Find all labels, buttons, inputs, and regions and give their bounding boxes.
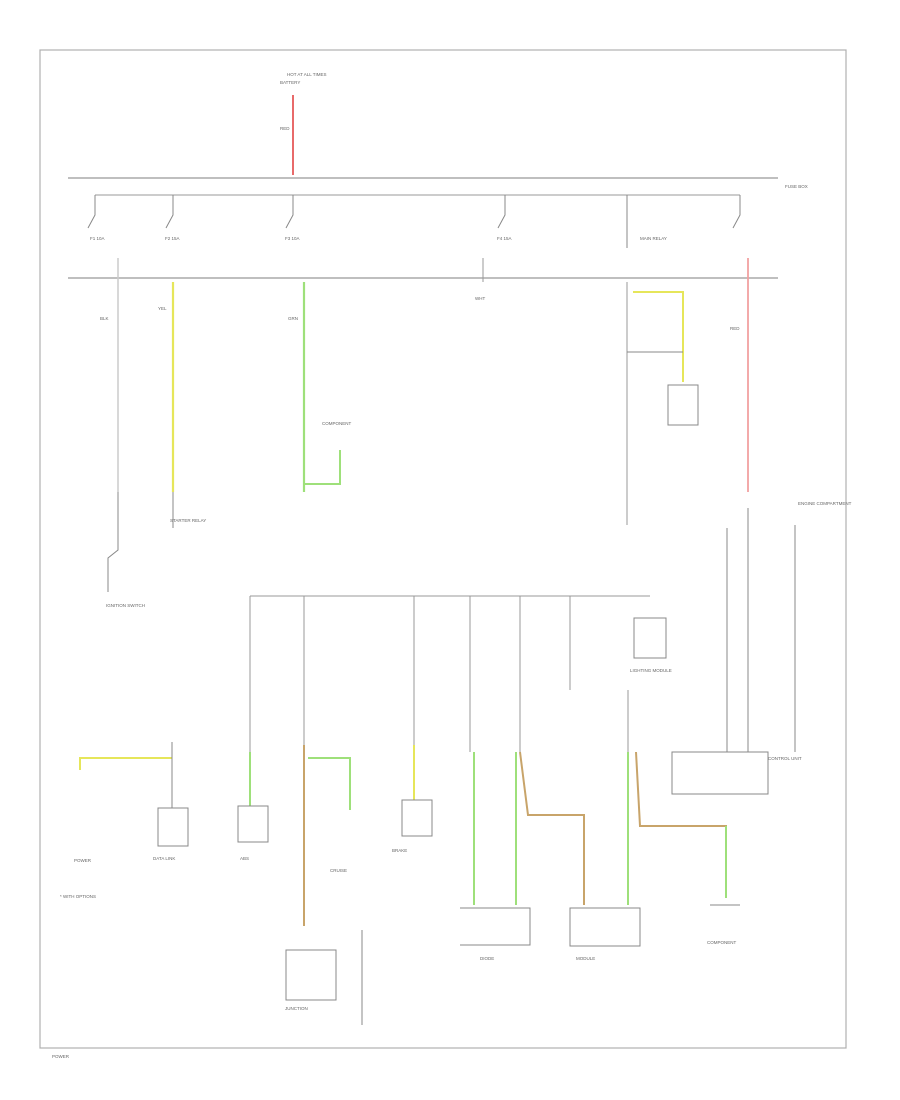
control-unit-label: CONTROL UNIT [768, 756, 802, 761]
fuse-4 [497, 195, 506, 229]
fuse-label-4: F4 15A [497, 236, 512, 241]
wire-label-red: RED [280, 126, 290, 131]
brake-component [401, 799, 433, 837]
module-label: MODULE [576, 956, 595, 961]
relay-label: MAIN RELAY [640, 236, 667, 241]
fuse-2 [165, 195, 174, 229]
diode-component [460, 907, 531, 946]
wire-label-3: GRN [288, 316, 298, 321]
fuse-1 [87, 195, 96, 229]
wire-brn-3 [635, 751, 727, 880]
bus-label: FUSE BOX [785, 184, 808, 189]
relay-component [667, 384, 699, 426]
ignition-label: IGNITION SWITCH [106, 603, 145, 608]
component-label-1: COMPONENT [322, 421, 352, 426]
fuse-label-3: F3 10A [285, 236, 300, 241]
ignition-switch [107, 492, 119, 592]
wire-grn-branch [304, 450, 341, 485]
footer-label: POWER [74, 858, 92, 863]
fuse-6 [732, 195, 741, 229]
wire-label-2: YEL [158, 306, 167, 311]
notes-label: ENGINE COMPARTMENT [798, 501, 852, 506]
wire-label-5: RED [730, 326, 740, 331]
wire-label-1: BLK [100, 316, 109, 321]
diagram-frame [39, 49, 847, 1049]
module-component [569, 907, 641, 947]
wire-yel-low [79, 757, 172, 770]
control-unit [671, 751, 769, 795]
source-label: HOT AT ALL TIMES [287, 72, 327, 77]
fuse-label-2: F2 15A [165, 236, 180, 241]
wire-brn-2 [519, 751, 585, 905]
abs-component [237, 805, 269, 843]
brake-label: BRAKE [392, 848, 407, 853]
starter-label: STARTER RELAY [170, 518, 206, 523]
source-label-2: BATTERY [280, 80, 300, 85]
component-dl [157, 807, 189, 847]
cruise-label: CRUISE [330, 868, 347, 873]
junction-label: JUNCTION [285, 1006, 308, 1011]
end-label: COMPONENT [707, 940, 737, 945]
wire-relay-yel [633, 291, 684, 382]
note-label: * WITH OPTIONS [60, 894, 96, 899]
wire-label-4: WHT [475, 296, 485, 301]
lighting-module [633, 617, 667, 659]
abs-label: ABS [240, 856, 249, 861]
footer-note: POWER [52, 1054, 70, 1059]
diode-label: DIODE [480, 956, 494, 961]
wire-grn-cruise [308, 757, 351, 810]
fuse-label-1: F1 10A [90, 236, 105, 241]
datalink-label: DATA LINK [153, 856, 175, 861]
fuse-3 [285, 195, 294, 229]
lighting-label: LIGHTING MODULE [630, 668, 672, 673]
junction-box [285, 949, 337, 1001]
